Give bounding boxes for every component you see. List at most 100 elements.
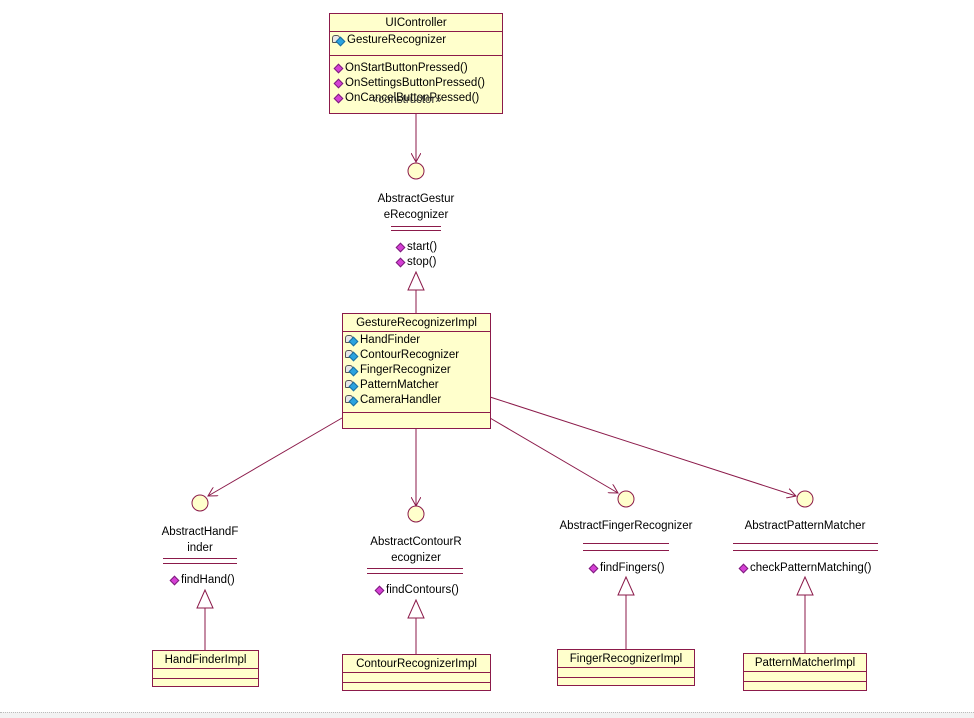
operation-icon <box>395 257 406 268</box>
class-name: UIController <box>330 14 502 32</box>
class-name: FingerRecognizerImpl <box>558 650 694 668</box>
interface-divider <box>163 563 237 564</box>
attributes-section <box>343 673 490 683</box>
operation-icon <box>333 63 344 74</box>
operation-icon <box>169 575 180 586</box>
attribute-row: HandFinder <box>345 333 488 348</box>
interface-name-line1: AbstractGestur <box>377 193 455 205</box>
attribute-row: FingerRecognizer <box>345 363 488 378</box>
attribute-icon <box>345 349 359 362</box>
realization-triangle-finger <box>617 575 635 596</box>
operation-row: start() <box>394 240 437 255</box>
operation-row: OnCancelButtonPressed() <box>332 91 500 106</box>
class-name: GestureRecognizerImpl <box>343 314 490 332</box>
interface-abstract-hand-finder[interactable]: AbstractHandF inder <box>150 524 250 556</box>
attribute-row: GestureRecognizer <box>332 33 500 48</box>
interface-divider <box>733 550 878 551</box>
interface-operations: start() stop() <box>394 240 437 270</box>
interface-divider <box>391 226 441 227</box>
interface-divider <box>163 558 237 559</box>
interface-abstract-gesture-recognizer[interactable]: AbstractGestur eRecognizer <box>366 191 466 223</box>
interface-divider <box>391 230 441 231</box>
interface-name-line2: inder <box>187 542 213 554</box>
interface-abstract-pattern-matcher[interactable]: AbstractPatternMatcher <box>725 518 885 534</box>
operation-label: OnStartButtonPressed() <box>345 62 468 74</box>
operation-label: OnCancelButtonPressed() <box>345 92 480 104</box>
attributes-section: HandFinder ContourRecognizer FingerRecog… <box>343 332 490 413</box>
operations-section <box>153 679 258 688</box>
interface-operations: findContours() <box>373 583 459 598</box>
class-finger-recognizer-impl[interactable]: FingerRecognizerImpl <box>557 649 695 686</box>
interface-divider <box>367 568 463 569</box>
operation-label: OnSettingsButtonPressed() <box>345 77 485 89</box>
interface-divider <box>583 550 669 551</box>
operation-row: findFingers() <box>587 561 665 576</box>
realization-triangle-gesture <box>407 270 425 291</box>
operation-icon <box>395 242 406 253</box>
interface-lollipop-handfinder <box>191 494 209 512</box>
operation-icon <box>374 585 385 596</box>
interface-abstract-contour-recognizer[interactable]: AbstractContourR ecognizer <box>356 534 476 566</box>
operations-section <box>744 682 866 691</box>
attribute-icon <box>332 34 346 47</box>
attribute-label: HandFinder <box>360 334 421 346</box>
realization-triangle-contour <box>407 598 425 619</box>
operation-label: checkPatternMatching() <box>750 562 872 574</box>
interface-name-line1: AbstractContourR <box>370 536 462 548</box>
operations-section: OnStartButtonPressed() OnSettingsButtonP… <box>330 56 502 107</box>
class-uicontroller[interactable]: UIController GestureRecognizer OnStartBu… <box>329 13 503 114</box>
attribute-icon <box>345 394 359 407</box>
interface-name-line2: ecognizer <box>391 552 441 564</box>
class-name: HandFinderImpl <box>153 651 258 669</box>
interface-name: AbstractFingerRecognizer <box>559 520 693 532</box>
operations-section <box>343 683 490 692</box>
operation-icon <box>588 563 599 574</box>
attribute-label: PatternMatcher <box>360 379 439 391</box>
class-pattern-matcher-impl[interactable]: PatternMatcherImpl <box>743 653 867 691</box>
interface-name: AbstractPatternMatcher <box>744 520 866 532</box>
operations-section <box>558 678 694 687</box>
operation-label: findFingers() <box>600 562 665 574</box>
operation-label: findContours() <box>386 584 459 596</box>
operation-row: OnStartButtonPressed() <box>332 61 500 76</box>
operation-icon <box>333 93 344 104</box>
operations-section <box>343 413 490 425</box>
attribute-row: ContourRecognizer <box>345 348 488 363</box>
dependency-to-handfinder <box>208 417 343 496</box>
class-contour-recognizer-impl[interactable]: ContourRecognizerImpl <box>342 654 491 691</box>
operation-row: findHand() <box>168 573 235 588</box>
interface-lollipop-finger <box>617 490 635 508</box>
operation-row: checkPatternMatching() <box>737 561 871 576</box>
dependency-to-pattern <box>489 396 796 496</box>
operation-row: OnSettingsButtonPressed() <box>332 76 500 91</box>
interface-divider <box>583 543 669 544</box>
operation-label: findHand() <box>181 574 235 586</box>
class-name: PatternMatcherImpl <box>744 654 866 672</box>
attributes-section <box>153 669 258 679</box>
attributes-section <box>558 668 694 678</box>
canvas-bottom-edge <box>0 712 974 718</box>
attribute-label: FingerRecognizer <box>360 364 451 376</box>
interface-lollipop-pattern <box>796 490 814 508</box>
attribute-icon <box>345 379 359 392</box>
class-hand-finder-impl[interactable]: HandFinderImpl <box>152 650 259 687</box>
attribute-label: ContourRecognizer <box>360 349 460 361</box>
operation-icon <box>738 563 749 574</box>
attributes-section: GestureRecognizer <box>330 32 502 56</box>
interface-operations: findFingers() <box>587 561 665 576</box>
interface-operations: checkPatternMatching() <box>737 561 871 576</box>
overlapping-stereotype-text: «constructor» <box>372 94 442 106</box>
attribute-row: PatternMatcher <box>345 378 488 393</box>
interface-divider <box>733 543 878 544</box>
interface-operations: findHand() <box>168 573 235 588</box>
operation-label: start() <box>407 241 438 253</box>
dependency-to-finger <box>489 417 618 493</box>
realization-triangle-pattern <box>796 575 814 596</box>
operation-row: findContours() <box>373 583 459 598</box>
interface-abstract-finger-recognizer[interactable]: AbstractFingerRecognizer <box>546 518 706 534</box>
operation-row: stop() <box>394 255 437 270</box>
attributes-section <box>744 672 866 682</box>
operation-label: stop() <box>407 256 437 268</box>
attribute-icon <box>345 364 359 377</box>
class-gesture-recognizer-impl[interactable]: GestureRecognizerImpl HandFinder Contour… <box>342 313 491 429</box>
